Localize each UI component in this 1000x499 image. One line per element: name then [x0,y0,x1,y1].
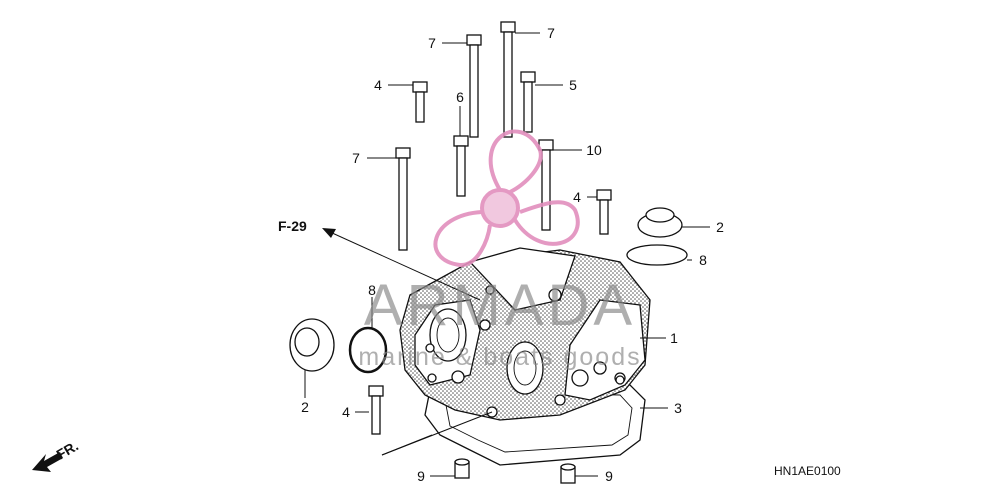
callout-c4b: 4 [573,189,581,205]
dowel-pin-left [454,458,470,479]
bolt-7-right [500,21,516,138]
callout-c6: 6 [456,89,464,105]
callout-c8a: 8 [699,252,707,268]
callout-c9a: 9 [417,468,425,484]
callout-c7a: 7 [428,35,436,51]
callout-c8b: 8 [368,282,376,298]
leader-lines [304,32,710,477]
bolts [368,21,612,435]
callout-c10: 10 [586,142,602,158]
watermark: ARMADA marine & boats goods [358,129,641,371]
watermark-tagline: marine & boats goods [358,343,641,371]
callout-c3: 3 [674,400,682,416]
bolt-7-top [466,34,482,138]
bolt-4-top [412,81,428,123]
bolt-7-left [395,147,411,251]
callout-labels: 7 7 4 5 6 7 10 4 2 8 8 1 2 3 4 9 9 [301,25,724,484]
bolt-5 [520,71,536,133]
o-ring-right [626,244,688,266]
reference-label: F-29 [278,218,307,234]
part-code: HN1AE0100 [774,464,841,478]
callout-c9b: 9 [605,468,613,484]
plug-cap-right [637,207,683,238]
dowel-pin-right [560,463,576,484]
callout-c2a: 2 [716,219,724,235]
callout-c7b: 7 [547,25,555,41]
callout-c1: 1 [670,330,678,346]
watermark-brand: ARMADA [364,273,636,338]
bolt-6 [453,135,469,197]
callout-c4a: 4 [374,77,382,93]
front-direction-marker: FR. [32,437,81,472]
callout-c7c: 7 [352,150,360,166]
callout-c5: 5 [569,77,577,93]
bolt-4-right [596,189,612,235]
plug-cap-left [289,318,335,372]
bolt-4-bottom [368,385,384,435]
front-arrow-icon [32,452,63,472]
callout-c2b: 2 [301,399,309,415]
callout-c4c: 4 [342,404,350,420]
o-ring-left [348,326,388,374]
propeller-logo-icon [433,129,580,268]
